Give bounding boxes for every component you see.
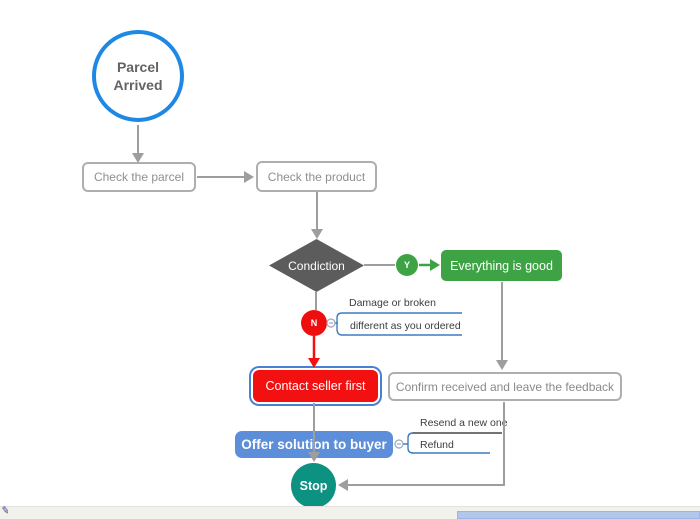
node-decision-condiction[interactable]: Condiction [269,239,364,292]
arrowhead-left-icon [338,479,348,491]
node-label: Parcel Arrived [113,58,163,93]
arrowhead-down-icon [308,358,320,368]
edit-cursor-icon: ✎ [0,505,11,518]
child-topic-refund[interactable]: Refund [420,439,454,451]
node-label: Confirm received and leave the feedback [395,379,615,394]
node-label: Offer solution to buyer [241,437,387,452]
node-label: Everything is good [450,258,553,273]
node-label: Condiction [288,258,345,273]
arrowhead-down-icon [496,360,508,370]
node-check-product[interactable]: Check the product [256,161,377,192]
child-bracket [403,432,414,454]
node-label: Check the product [267,169,366,184]
arrowhead-right-icon [244,171,254,183]
branch-yes-badge[interactable]: Y [396,254,418,276]
badge-label: N [310,318,318,328]
node-everything-is-good[interactable]: Everything is good [441,250,562,281]
node-label: Contact seller first [265,379,366,393]
branch-no-badge[interactable]: N [301,310,327,336]
node-label: Check the parcel [93,170,185,184]
child-topic-different-as-ordered[interactable]: different as you ordered [350,320,461,332]
node-confirm-received[interactable]: Confirm received and leave the feedback [388,372,622,401]
arrowhead-down-icon [311,229,323,239]
child-bracket [335,312,343,336]
child-topic-resend-a-new-one[interactable]: Resend a new one [420,417,508,429]
node-offer-solution-to-buyer[interactable]: Offer solution to buyer [235,431,393,458]
collapse-toggle-icon[interactable] [394,439,404,449]
node-parcel-arrived[interactable]: Parcel Arrived [92,30,184,122]
child-topic-label: Refund [420,439,454,451]
child-topic-damage-or-broken[interactable]: Damage or broken [349,297,436,309]
node-stop[interactable]: Stop [291,463,336,508]
child-topic-label: different as you ordered [350,320,461,332]
collapse-toggle-icon[interactable] [326,318,336,328]
node-contact-seller-first-selected[interactable]: Contact seller first [253,370,378,402]
node-check-parcel[interactable]: Check the parcel [82,162,196,192]
node-label: Stop [299,478,328,493]
child-topic-label: Damage or broken [349,297,436,309]
horizontal-scrollbar-thumb[interactable] [457,511,700,519]
child-topic-label: Resend a new one [420,417,508,429]
badge-label: Y [403,260,410,270]
arrowhead-right-icon [430,259,440,271]
